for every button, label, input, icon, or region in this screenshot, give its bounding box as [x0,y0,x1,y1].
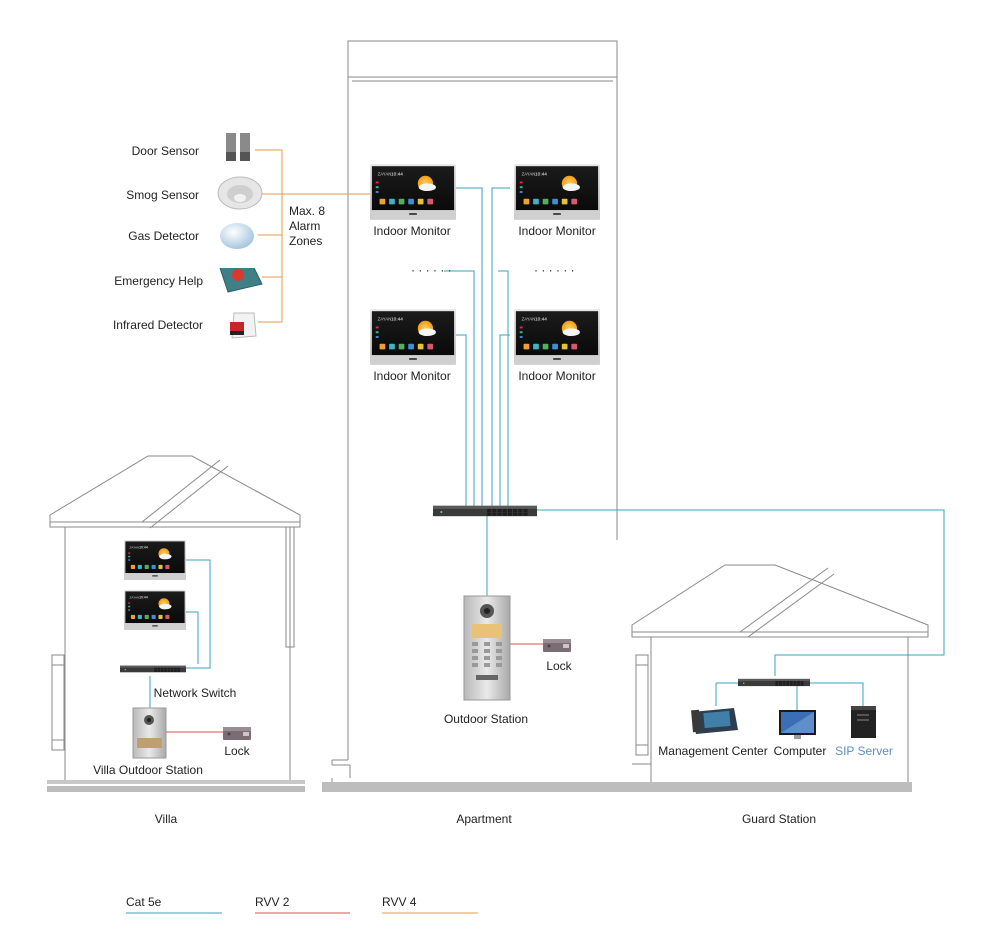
ellipsis-left: · · · · · · [411,263,452,277]
alarm-zones-line1: Max. 8 [289,204,325,218]
villa-lock-icon [223,727,251,740]
smog-sensor-label: Smog Sensor [126,188,199,202]
alarm-zones-line3: Zones [289,234,322,248]
villa-lock-label: Lock [224,744,250,758]
legend-cat5e-label: Cat 5e [126,895,162,909]
villa-building [47,455,305,792]
sip-server-icon [851,706,876,738]
villa-outdoor-station-icon [132,707,167,759]
gas-detector-label: Gas Detector [128,229,199,243]
villa-network-switch-icon [120,665,186,673]
villa-network-switch-label: Network Switch [154,686,237,700]
management-center-label: Management Center [658,744,767,758]
outdoor-station-label: Outdoor Station [444,712,528,726]
apartment-building [322,40,912,792]
infrared-detector-label: Infrared Detector [113,318,203,332]
apartment-caption: Apartment [456,812,512,826]
apartment-network-switch-icon [433,505,537,517]
villa-outdoor-station-label: Villa Outdoor Station [93,763,203,777]
indoor-monitor-4-label: Indoor Monitor [518,369,595,383]
indoor-monitor-3 [370,309,456,365]
indoor-monitor-1 [370,164,456,220]
smog-sensor-icon [217,176,263,210]
guard-station-caption: Guard Station [742,812,816,826]
management-center-icon [691,708,738,734]
indoor-monitor-2-label: Indoor Monitor [518,224,595,238]
legend: Cat 5e RVV 2 RVV 4 [126,895,478,914]
alarm-zones-line2: Alarm [289,219,320,233]
infrared-detector-icon [230,312,257,339]
villa-indoor-monitor-2 [124,590,186,630]
villa-caption: Villa [155,812,178,826]
gas-detector-icon [220,223,254,249]
guard-network-switch-icon [738,678,810,687]
villa-indoor-monitor-1 [124,540,186,580]
door-sensor-icon [226,133,250,161]
indoor-monitor-4 [514,309,600,365]
apartment-lock-icon [543,639,571,652]
apartment-lock-label: Lock [546,659,572,673]
legend-rvv4-label: RVV 4 [382,895,417,909]
emergency-help-label: Emergency Help [114,274,203,288]
computer-label: Computer [774,744,827,758]
indoor-monitor-3-label: Indoor Monitor [373,369,450,383]
indoor-monitor-2 [514,164,600,220]
door-sensor-label: Door Sensor [132,144,199,158]
emergency-help-icon [219,267,263,293]
ellipsis-right: · · · · · · [534,263,575,277]
outdoor-station-icon [463,595,511,701]
alarm-wiring [255,149,375,323]
guard-building [631,564,929,782]
legend-rvv2-label: RVV 2 [255,895,290,909]
computer-icon [779,710,816,739]
villa-wiring [149,559,224,733]
indoor-monitor-1-label: Indoor Monitor [373,224,450,238]
sip-server-label: SIP Server [835,744,893,758]
